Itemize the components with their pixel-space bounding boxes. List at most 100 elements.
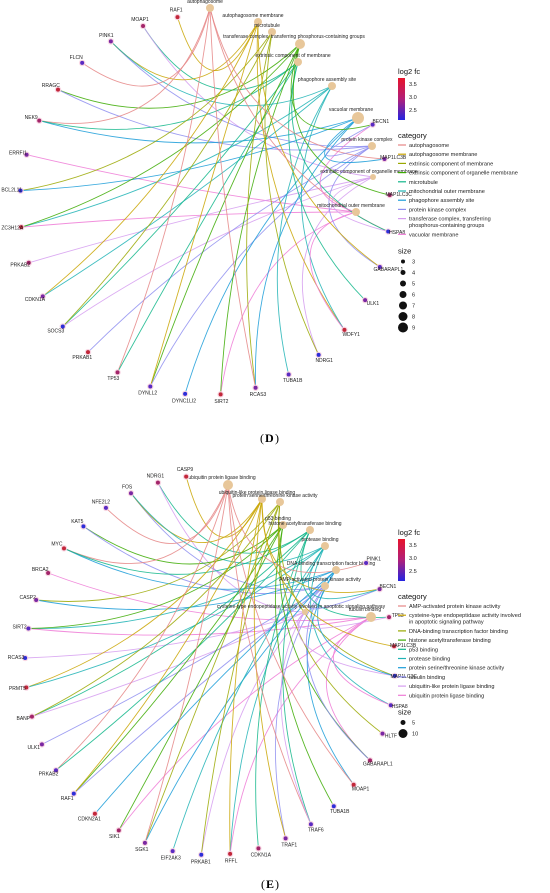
legend-size-dot [400,270,406,275]
edge-hspa8-tubulin-binding [332,616,391,706]
legend-size-dot [398,312,408,321]
gene-node-map1lc3b [382,157,387,162]
gene-node-banp [29,714,34,719]
edge-gabarapl1-protein-kinase-complex [328,145,381,268]
edge-socs3-extrinsic-component-of-membrane [62,61,299,327]
edge-rragc-transferase-complex-transferring-phosphorus-containing-groups [57,43,301,109]
gene-node-ndrg1 [155,480,160,485]
edge-banp-histone-acetyltransferase-binding [31,529,311,718]
gene-node-fos [128,491,133,496]
legend-size-tick: 5 [412,721,415,727]
panel-d-label-close: ) [275,431,279,445]
category-node-p53-binding [279,521,287,529]
gene-node-moap1 [351,782,356,787]
gene-node-rcas3 [23,655,28,660]
category-node-label: p53 binding [265,516,291,522]
legend-color-tick: 3.5 [409,82,417,88]
gene-node-eif2ak3 [170,849,175,854]
legend-size-dot [400,280,406,287]
gene-label: PINK1 [99,33,114,39]
category-node-label: ubiquitin protein ligase binding [188,475,255,481]
gene-label: SGK1 [135,847,149,853]
gene-label: NDRG1 [315,358,333,364]
legend-size-dot [399,291,407,298]
gene-label: PRKAB2 [39,772,59,778]
edge-becn1-ubiquitin-like-protein-ligase-binding [261,498,380,593]
legend-color-tick: 2.5 [409,108,417,114]
edge-pink1-protein-kinase-complex [110,41,373,148]
legend-category-microtubule: microtubule [409,180,438,186]
legend-category-protease-binding: protease binding [409,657,450,663]
edge-tuba1b-phagophore-assembly-site [276,85,333,375]
edge-sik1-p53-binding [118,524,284,831]
edge-gabarapl1-tubulin-binding [326,616,372,761]
edge-bcl2l11-microtubule [20,31,273,192]
edge-hspa8-extrinsic-component-of-membrane [291,61,389,232]
edge-dynll2-protein-kinase-complex [149,145,373,387]
gene-label: BECN1 [380,584,397,590]
legend-category-title: category [398,131,427,140]
edge-sirt2-protease-binding [28,545,326,629]
category-node-mitochondrial-outer-membrane [352,208,360,216]
gene-node-becn1 [370,122,375,127]
gene-label: SIK1 [109,834,120,840]
legend-size-dot [401,259,405,264]
legend-category-p53-binding: p53 binding [409,647,438,653]
gene-label: WDFY1 [342,332,360,338]
edge-map1lc3c-protein-serine-threonine-kinase-activity [278,501,395,677]
gene-node-prkab2 [26,260,31,265]
gene-label: RAF1 [170,8,183,14]
gene-node-prkab2 [53,768,58,773]
edge-bcl2l11-vacuolar-membrane [20,117,359,192]
panel-e-gene-nodes: CASP9NDRG1FOSNFE2L2KAT5MYCBRCA2CASP2SIRT… [8,467,418,865]
gene-node-zc3h12a [19,225,24,230]
gene-node-tuba1b [286,372,291,377]
gene-label: TP53 [107,376,119,382]
category-node-extrinsic-component-of-membrane [294,58,302,66]
edge-map1lc3c-cysteine-type-endopeptidase-activity-involved-in-apoptotic-signaling-pathway [297,611,395,677]
legend-category-histone-acetyltransferase-binding: histone acetyltransferase binding [409,638,491,644]
panel-e: ubiquitin protein ligase bindingubiquiti… [8,467,521,891]
edge-moap1-ubiquitin-protein-ligase-binding [227,484,355,785]
edge-wdfy1-phagophore-assembly-site [300,85,345,331]
legend-size-tick: 6 [412,293,415,299]
gene-label: TUBA1B [283,378,303,384]
gene-label: CDKN2A1 [78,817,101,823]
gene-label: CDKN1A [25,297,46,303]
edge-pink1-autophagosome-membrane [110,21,259,81]
edge-cdkn2a1-dna-binding-transcription-factor-binding [94,569,337,815]
legend-category-autophagosome-membrane: autophagosome membrane [409,152,477,158]
gene-node-cdkn1a [256,846,261,851]
gene-node-bcl2l11 [18,188,23,193]
legend-color-tick: 3.5 [409,543,417,549]
edge-fos-ubiquitin-like-protein-ligase-binding [130,492,263,543]
legend-color-title: log2 fc [398,528,420,537]
legend-category-autophagosome: autophagosome [409,143,449,149]
panel-e-category-nodes: ubiquitin protein ligase bindingubiquiti… [188,475,386,622]
legend-size-dot [399,301,407,310]
gene-label: MOAP1 [131,17,149,23]
edge-raf1-ubiquitin-like-protein-ligase-binding [73,498,263,794]
edge-casp2-protein-serine-threonine-kinase-activity [36,501,281,602]
edge-traf1-ubiquitin-like-protein-ligase-binding [253,498,287,839]
gene-node-wdfy1 [342,327,347,332]
gene-node-becn1 [377,587,382,592]
edge-cdkn1a-autophagosome-membrane [42,21,259,297]
gene-node-raf1 [175,15,180,20]
edge-tp53-cysteine-type-endopeptidase-activity-involved-in-apoptotic-signaling-pathway [297,611,390,629]
edge-casp9-ubiquitin-like-protein-ligase-binding [185,476,263,538]
legend-category-phagophore-assembly-site: phagophore assembly site [409,198,474,204]
gene-label: PRKAB1 [191,859,211,865]
gene-node-brca2 [46,571,51,576]
edge-sirt2-p53-binding [28,524,284,629]
category-node-ubiquitin-protein-ligase-binding [223,480,233,490]
legend-size-dot [398,322,408,333]
edge-pink1-phagophore-assembly-site [110,41,333,107]
gene-label: MAP1LC3C [385,192,412,198]
edge-rffl-protease-binding [229,545,326,854]
gene-label: BANP [16,716,30,722]
gene-label: DYNLL2 [138,391,157,397]
